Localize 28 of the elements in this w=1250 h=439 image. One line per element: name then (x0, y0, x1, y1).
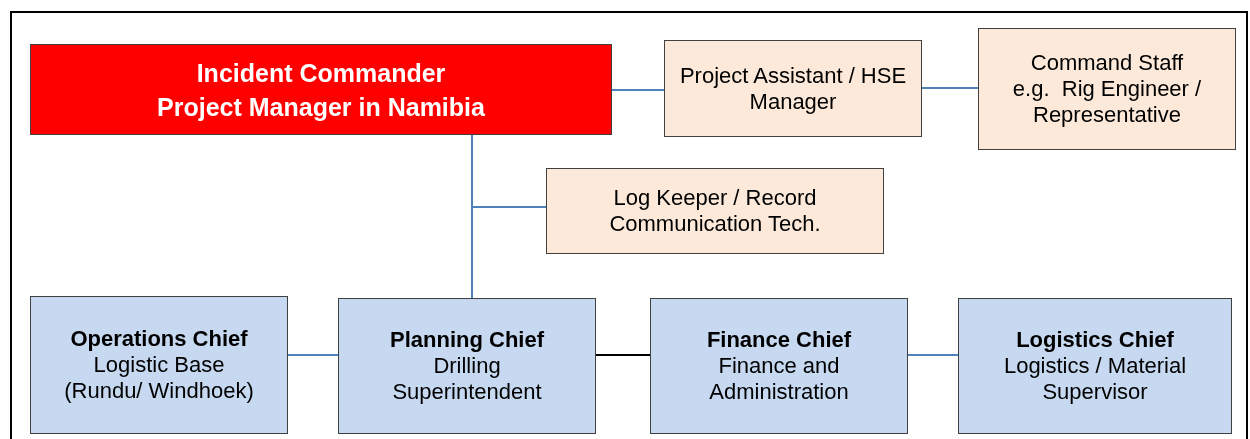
connector-line (907, 354, 959, 356)
connector-line (471, 134, 473, 299)
role-description: Project Assistant / HSE Manager (678, 62, 908, 115)
role-description: Drilling Superintendent (391, 353, 543, 405)
org-box (978, 28, 1236, 150)
role-description: e.g. Rig Engineer / Representative (1011, 76, 1203, 128)
role-title: Incident Commander (196, 57, 446, 89)
role-title: Project Manager in Namibia (157, 91, 485, 123)
role-title: Operations Chief (70, 326, 248, 352)
connector-line (611, 89, 665, 91)
role-description: Logistic Base (Rundu/ Windhoek) (63, 352, 255, 404)
role-description: Logistics / Material Supervisor (1002, 353, 1188, 405)
org-box (650, 298, 908, 434)
org-box (338, 298, 596, 434)
connector-line (921, 87, 979, 89)
connector-line (595, 354, 651, 356)
role-description: Finance and Administration (708, 353, 850, 405)
org-box (664, 40, 922, 137)
role-title: Finance Chief (706, 327, 852, 353)
org-box (30, 296, 288, 434)
org-box (30, 44, 612, 135)
org-box (546, 168, 884, 254)
role-title: Planning Chief (390, 327, 544, 353)
role-description: Command Staff (1030, 50, 1184, 76)
role-title: Logistics Chief (1016, 327, 1174, 353)
role-description: Log Keeper / Record Communication Tech. (608, 185, 822, 237)
org-box (958, 298, 1232, 434)
connector-line (287, 354, 339, 356)
